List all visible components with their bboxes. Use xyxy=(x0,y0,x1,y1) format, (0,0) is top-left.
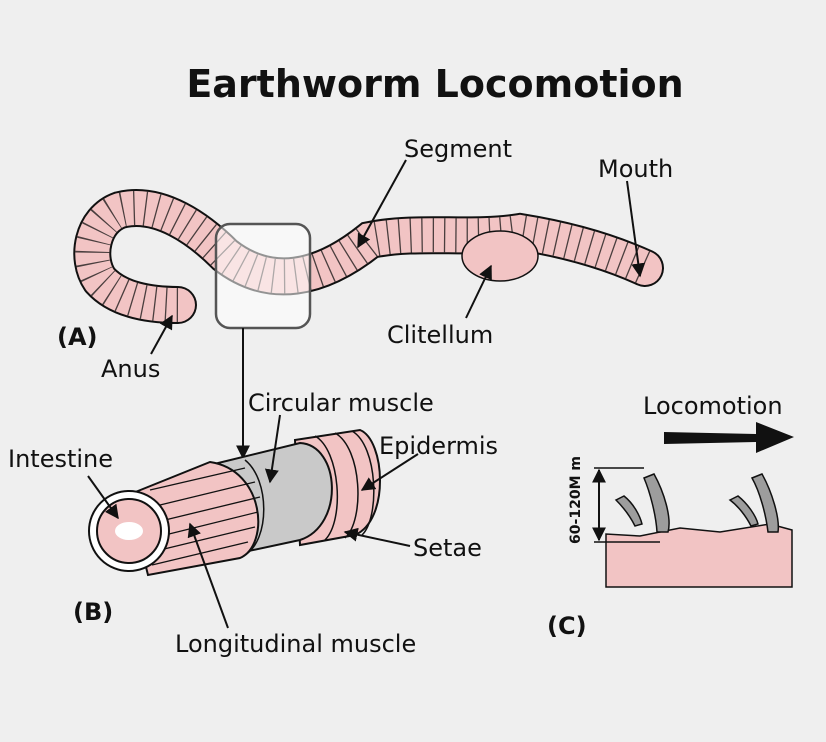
setae-bristles xyxy=(614,473,780,533)
label-clitellum: Clitellum xyxy=(387,321,493,349)
intestine-lumen xyxy=(115,522,143,540)
panel-b-label: (B) xyxy=(73,598,113,626)
arrow-epidermis xyxy=(360,453,419,491)
label-circular-muscle: Circular muscle xyxy=(248,389,434,417)
diagram-title: Earthworm Locomotion xyxy=(186,62,683,106)
label-setae: Setae xyxy=(413,534,482,562)
locomotion-direction-arrow xyxy=(664,422,794,453)
arrow-circular-muscle xyxy=(264,414,281,484)
arrow-anus xyxy=(150,314,173,355)
arrow-mouth xyxy=(626,180,646,278)
skin-surface xyxy=(605,523,793,588)
arrow-segment xyxy=(357,159,407,249)
setae-length-bracket xyxy=(592,467,660,543)
label-anus: Anus xyxy=(101,355,160,383)
label-longitudinal-muscle: Longitudinal muscle xyxy=(175,630,416,658)
label-setae-length: 60-120Μ m xyxy=(568,456,584,544)
earthworm-body xyxy=(73,189,664,324)
arrow-clitellum xyxy=(465,264,492,319)
arrow-setae xyxy=(343,527,411,547)
arrow-longitudinal-muscle xyxy=(187,522,229,629)
label-mouth: Mouth xyxy=(598,155,673,183)
label-locomotion: Locomotion xyxy=(643,392,783,420)
arrow-intestine xyxy=(87,475,119,520)
body-cross-section xyxy=(88,428,381,577)
label-epidermis: Epidermis xyxy=(379,432,498,460)
panel-a-label: (A) xyxy=(57,323,98,351)
label-segment: Segment xyxy=(404,135,512,163)
magnified-region-box xyxy=(214,222,312,330)
panel-c-label: (C) xyxy=(547,612,587,640)
label-intestine: Intestine xyxy=(8,445,113,473)
